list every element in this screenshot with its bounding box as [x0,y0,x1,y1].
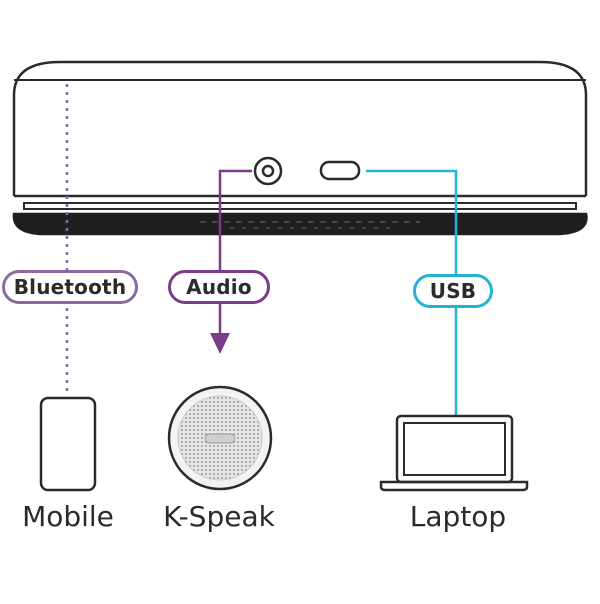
usb-port [319,160,361,181]
kspeak-label: K-Speak [163,500,275,533]
speakerphone-icon [167,385,273,491]
usb-label: USB [413,274,493,308]
audio-label: Audio [168,270,270,304]
laptop-icon [379,414,529,492]
hub-device-icon [12,60,588,236]
usb-connection-line [366,169,458,416]
audio-jack-port [253,156,283,186]
bluetooth-label: Bluetooth [2,270,138,304]
smartphone-icon [39,396,97,492]
mobile-label: Mobile [22,500,114,533]
laptop-label: Laptop [409,500,507,533]
audio-arrow-icon [210,333,230,354]
